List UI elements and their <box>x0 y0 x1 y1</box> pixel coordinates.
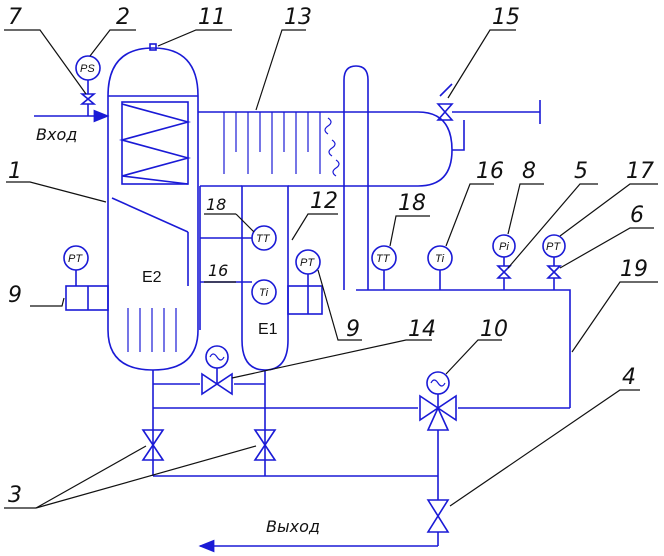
callout-9a: 9 <box>8 283 22 308</box>
callout-11: 11 <box>198 5 226 30</box>
outlet-label: Выход <box>266 517 320 536</box>
callout-4: 4 <box>622 365 636 390</box>
callout-13: 13 <box>284 5 312 30</box>
callout-6: 6 <box>630 203 644 228</box>
callout-16b: 16 <box>476 159 504 184</box>
valve-6[interactable] <box>546 265 562 279</box>
pi-8-instrument: Pi <box>492 234 516 290</box>
callout-17: 17 <box>626 159 654 184</box>
callout-12: 12 <box>310 189 338 214</box>
pt-left-label: PT <box>68 253 83 265</box>
outlet-line: Выход <box>198 517 438 553</box>
top-vent-11 <box>149 43 157 51</box>
callout-15: 15 <box>492 5 520 30</box>
callout-8: 8 <box>522 159 536 184</box>
ti-16b-instrument: Ti <box>427 245 453 290</box>
heat-exchanger-13 <box>198 65 453 290</box>
tt-18b-label: TT <box>376 253 391 265</box>
vessel-e1-label: E1 <box>258 321 278 338</box>
valve-5[interactable] <box>496 265 512 279</box>
ps-label: PS <box>80 63 95 75</box>
callout-9b: 9 <box>346 317 360 342</box>
safety-valve-15[interactable] <box>436 83 541 124</box>
callout-16a: 16 <box>208 261 228 280</box>
ti-16a-instrument: Ti <box>251 279 277 305</box>
pt-left-instrument: PT <box>63 245 109 311</box>
tt-18b-instrument: TT <box>371 245 397 290</box>
pt-right-instrument: PT <box>287 249 323 315</box>
pressure-switch-ps: PS <box>75 55 101 81</box>
inlet-line: Вход <box>34 80 110 144</box>
pt-17-label: PT <box>546 241 561 253</box>
control-valve-14[interactable] <box>201 345 233 396</box>
callout-3: 3 <box>8 483 22 508</box>
callout-1: 1 <box>8 159 22 184</box>
valve-7[interactable] <box>79 93 97 105</box>
vessel-e2-label: E2 <box>142 269 162 286</box>
vessel-e1: E1 <box>241 185 289 371</box>
callouts: 7 2 11 13 15 1 9 18 16 12 9 14 10 18 16 … <box>4 5 658 509</box>
valve-3b[interactable] <box>253 429 277 461</box>
tt-18a-instrument: TT <box>251 225 277 251</box>
pt-17-instrument: PT <box>542 234 566 290</box>
ti-16b-label: Ti <box>435 253 445 265</box>
callout-18a: 18 <box>206 195 226 214</box>
callout-7: 7 <box>8 5 22 30</box>
control-valve-10[interactable] <box>419 371 457 431</box>
tt-18a-label: TT <box>256 233 271 245</box>
callout-18b: 18 <box>398 191 426 216</box>
vessel-e2: E2 <box>107 47 199 371</box>
ti-16a-label: Ti <box>259 287 269 299</box>
valve-4[interactable] <box>426 499 450 533</box>
pi-8-label: Pi <box>499 241 509 253</box>
callout-10: 10 <box>480 317 508 342</box>
callout-2: 2 <box>116 5 130 30</box>
callout-5: 5 <box>574 159 588 184</box>
valve-3a[interactable] <box>141 429 165 461</box>
inlet-label: Вход <box>36 125 77 144</box>
callout-19: 19 <box>620 257 648 282</box>
callout-14: 14 <box>408 317 436 342</box>
pt-right-label: PT <box>300 257 315 269</box>
